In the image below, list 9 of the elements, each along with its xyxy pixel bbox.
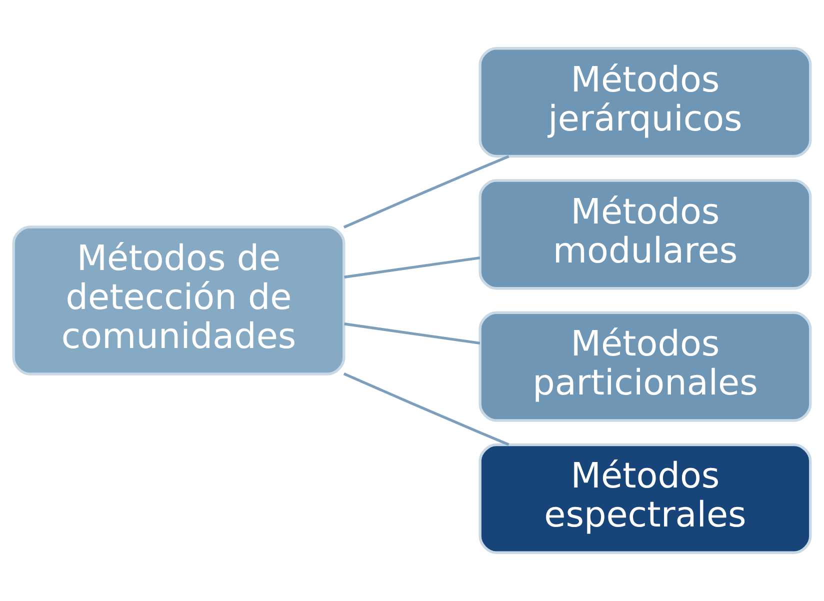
connector	[343, 155, 510, 228]
node-box: Métodos modulares	[478, 179, 812, 290]
connector	[344, 256, 480, 278]
node-box: Métodos de detección de comunidades	[12, 226, 346, 376]
node-box: Métodos jerárquicos	[478, 47, 812, 158]
node-box: Métodos particionales	[478, 311, 812, 422]
connector	[344, 322, 480, 345]
connector	[343, 372, 510, 446]
node-box: Métodos espectrales	[478, 443, 812, 554]
